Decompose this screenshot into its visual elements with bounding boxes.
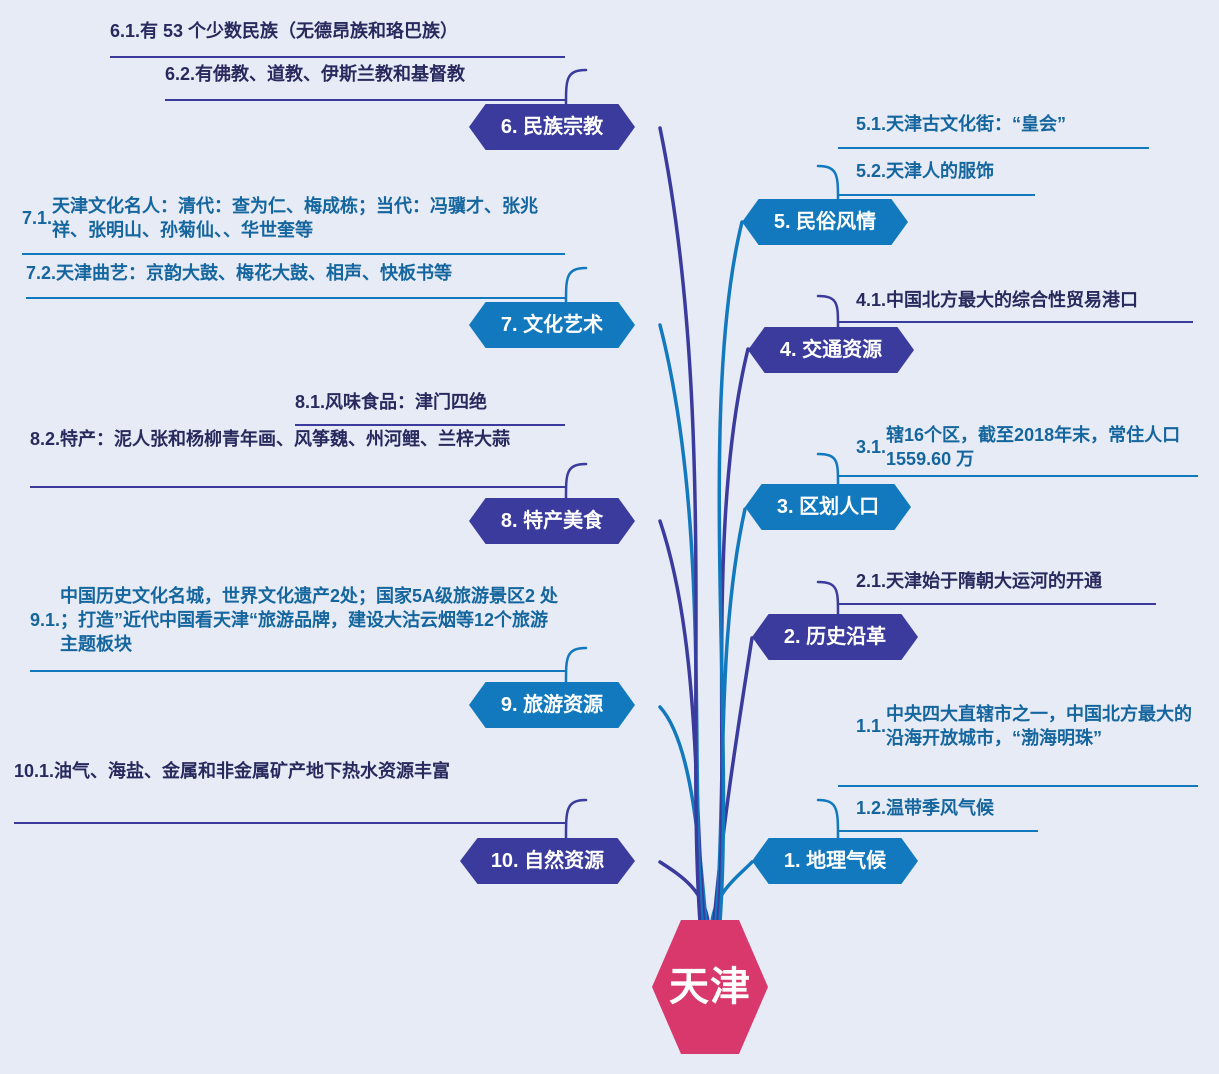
sub-item-text: 天津古文化街：“皇会” (886, 114, 1067, 134)
sub-item-text: 中国历史文化名城，世界文化遗产2处；国家5A级旅游景区2 处 ；打造”近代中国看… (60, 586, 559, 654)
branch-node-label: 7. 文化艺术 (500, 314, 604, 336)
sub-item-rule-7-2 (26, 297, 565, 299)
sub-item-rule-8-1 (295, 424, 565, 426)
sub-item-text: 天津曲艺：京韵大鼓、梅花大鼓、相声、快板书等 (56, 263, 453, 283)
sub-item-rule-8-2 (30, 486, 565, 488)
branch-node-label: 10. 自然资源 (490, 850, 605, 872)
branch-node-5[interactable]: 5. 民俗风情 (742, 199, 908, 245)
branch-node-label: 5. 民俗风情 (773, 211, 877, 233)
sub-item-8-2[interactable]: 8.2. 特产：泥人张和杨柳青年画、风筝魏、州河鲤、兰梓大蒜 (30, 428, 565, 452)
sub-item-text: 特产：泥人张和杨柳青年画、风筝魏、州河鲤、兰梓大蒜 (60, 429, 511, 449)
sub-item-text: 天津文化名人：清代：查为仁、梅成栋；当代：冯骥才、张兆祥、张明山、孙菊仙、、华世… (52, 196, 539, 240)
sub-item-rule-9-1 (30, 670, 565, 672)
branch-node-label: 1. 地理气候 (783, 850, 887, 872)
sub-item-7-2[interactable]: 7.2. 天津曲艺：京韵大鼓、梅花大鼓、相声、快板书等 (26, 262, 565, 286)
sub-item-text: 有 53 个少数民族（无德昂族和珞巴族） (140, 21, 459, 41)
sub-item-6-2[interactable]: 6.2. 有佛教、道教、伊斯兰教和基督教 (165, 63, 565, 87)
sub-item-rule-1-2 (838, 830, 1038, 832)
branch-node-label: 4. 交通资源 (779, 339, 883, 361)
sub-item-text: 风味食品：津门四绝 (325, 392, 488, 412)
sub-item-number: 1.1. (856, 715, 887, 736)
sub-item-5-2[interactable]: 5.2. 天津人的服饰 (856, 160, 1186, 184)
sub-item-rule-4-1 (838, 321, 1193, 323)
sub-item-rule-5-1 (838, 147, 1149, 149)
sub-item-number: 6.1. (110, 21, 141, 41)
sub-item-text: 天津人的服饰 (886, 161, 995, 181)
sub-item-1-1[interactable]: 1.1. 中央四大直辖市之一，中国北方最大的沿海开放城市，“渤海明珠” (856, 703, 1206, 751)
branch-node-label: 8. 特产美食 (500, 510, 604, 532)
sub-item-number: 7.2. (26, 263, 57, 283)
sub-item-number: 10.1. (14, 761, 55, 781)
sub-item-number: 6.2. (165, 64, 196, 84)
sub-item-number: 1.2. (856, 798, 887, 818)
branch-node-2[interactable]: 2. 历史沿革 (752, 614, 918, 660)
sub-item-number: 5.1. (856, 114, 887, 134)
sub-item-rule-6-2 (165, 99, 565, 101)
sub-item-9-1[interactable]: 9.1. 中国历史文化名城，世界文化遗产2处；国家5A级旅游景区2 处 ；打造”… (30, 585, 565, 656)
sub-item-2-1[interactable]: 2.1. 天津始于隋朝大运河的开通 (856, 570, 1186, 594)
sub-item-rule-7-1 (22, 253, 565, 255)
sub-item-8-1[interactable]: 8.1. 风味食品：津门四绝 (295, 391, 565, 415)
sub-item-number: 4.1. (856, 290, 887, 310)
sub-item-5-1[interactable]: 5.1. 天津古文化街：“皇会” (856, 113, 1206, 137)
sub-item-number: 3.1. (856, 436, 887, 457)
sub-item-text: 温带季风气候 (886, 798, 995, 818)
sub-item-rule-2-1 (838, 603, 1156, 605)
sub-item-4-1[interactable]: 4.1. 中国北方最大的综合性贸易港口 (856, 289, 1216, 313)
center-node-tianjin[interactable]: 天津 (652, 920, 768, 1054)
branch-node-label: 6. 民族宗教 (500, 116, 604, 138)
sub-item-text: 中央四大直辖市之一，中国北方最大的沿海开放城市，“渤海明珠” (886, 704, 1193, 748)
branch-node-9[interactable]: 9. 旅游资源 (469, 682, 635, 728)
branch-node-4[interactable]: 4. 交通资源 (748, 327, 914, 373)
branch-node-3[interactable]: 3. 区划人口 (745, 484, 911, 530)
sub-item-number: 7.1. (22, 207, 53, 228)
sub-item-number: 8.1. (295, 392, 326, 412)
sub-item-text: 中国北方最大的综合性贸易港口 (886, 290, 1139, 310)
branch-node-label: 2. 历史沿革 (783, 626, 887, 648)
sub-item-10-1[interactable]: 10.1. 油气、海盐、金属和非金属矿产地下热水资源丰富 (14, 760, 565, 784)
sub-item-7-1[interactable]: 7.1. 天津文化名人：清代：查为仁、梅成栋；当代：冯骥才、张兆祥、张明山、孙菊… (22, 195, 565, 243)
sub-item-rule-5-2 (838, 194, 1035, 196)
branch-node-label: 3. 区划人口 (776, 496, 880, 518)
sub-item-3-1[interactable]: 3.1. 辖16个区，截至2018年末，常住人口1559.60 万 (856, 424, 1206, 472)
sub-item-text: 有佛教、道教、伊斯兰教和基督教 (195, 64, 466, 84)
sub-item-1-2[interactable]: 1.2. 温带季风气候 (856, 797, 1186, 821)
sub-item-number: 9.1. (30, 609, 61, 630)
branch-node-1[interactable]: 1. 地理气候 (752, 838, 918, 884)
sub-item-text: 油气、海盐、金属和非金属矿产地下热水资源丰富 (54, 761, 451, 781)
sub-item-rule-3-1 (838, 475, 1198, 477)
branch-node-7[interactable]: 7. 文化艺术 (469, 302, 635, 348)
sub-item-rule-10-1 (14, 822, 565, 824)
sub-item-number: 5.2. (856, 161, 887, 181)
sub-item-number: 8.2. (30, 429, 61, 449)
sub-item-rule-6-1 (110, 56, 565, 58)
sub-item-number: 2.1. (856, 571, 887, 591)
branch-node-label: 9. 旅游资源 (500, 694, 604, 716)
branch-node-6[interactable]: 6. 民族宗教 (469, 104, 635, 150)
branch-node-10[interactable]: 10. 自然资源 (460, 838, 635, 884)
sub-item-text: 辖16个区，截至2018年末，常住人口1559.60 万 (886, 425, 1181, 469)
center-node-label: 天津 (669, 965, 751, 1009)
sub-item-6-1[interactable]: 6.1. 有 53 个少数民族（无德昂族和珞巴族） (110, 20, 565, 44)
branch-node-8[interactable]: 8. 特产美食 (469, 498, 635, 544)
sub-item-text: 天津始于隋朝大运河的开通 (886, 571, 1103, 591)
sub-item-rule-1-1 (838, 785, 1198, 787)
